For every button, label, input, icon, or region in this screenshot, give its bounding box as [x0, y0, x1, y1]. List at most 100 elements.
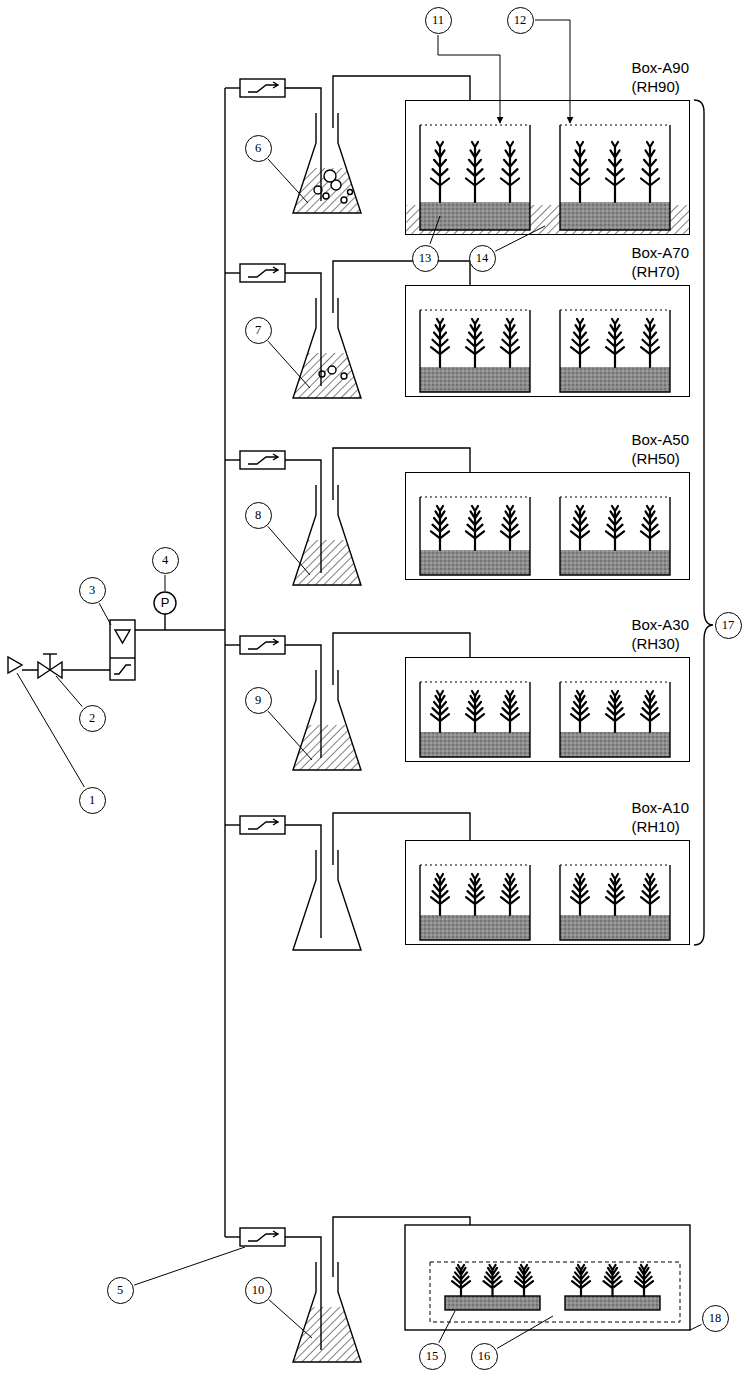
pot-rim: [560, 125, 670, 126]
soil: [560, 550, 670, 575]
chamber-label: (RH90): [631, 77, 689, 96]
plant: [571, 319, 589, 367]
plant: [501, 319, 519, 367]
leader-line: [165, 575, 166, 591]
flow-symbol: [248, 819, 278, 829]
group-bracket: [694, 100, 713, 945]
plant: [431, 506, 449, 550]
pot-rim: [420, 125, 530, 126]
callout-number: 13: [412, 245, 439, 272]
leader-lines: [17, 20, 701, 1348]
gauge-stem: [164, 614, 165, 630]
leader-line: [268, 159, 308, 203]
flow-symbol: [114, 665, 131, 674]
bubble: [341, 373, 347, 379]
leader-line: [438, 35, 500, 123]
plant: [501, 142, 519, 202]
plant: [641, 874, 659, 915]
chamber-interior: [420, 310, 670, 392]
callout-number: 12: [507, 7, 534, 34]
callout-number: 16: [471, 1343, 498, 1370]
callout-number: 4: [152, 547, 179, 574]
inlet-tube: [285, 273, 321, 386]
flowmeter-float-symbol: [115, 630, 130, 643]
pot-wall: [420, 125, 530, 230]
outlet-tube: [333, 633, 470, 685]
pot-wall: [560, 682, 670, 757]
pot-rim: [420, 310, 530, 311]
callout-number: 11: [425, 7, 452, 34]
plant: [606, 506, 624, 550]
plant: [606, 142, 624, 202]
plant: [431, 691, 449, 732]
chamber-interior: [420, 682, 670, 757]
plant: [571, 691, 589, 732]
reference-interior: [445, 1265, 660, 1310]
leader-line: [56, 676, 82, 707]
bubble: [323, 193, 329, 199]
outlet-tube: [333, 76, 470, 128]
soil-pan: [565, 1296, 660, 1310]
branch-flowmeter: [240, 1228, 285, 1246]
branch-flowmeter: [240, 79, 285, 97]
outlet-line: [135, 629, 225, 630]
outlet-tube: [333, 448, 470, 500]
callout-number: 1: [79, 787, 106, 814]
leader-line: [134, 1247, 245, 1285]
water-fill: [293, 1307, 361, 1362]
plant: [466, 874, 484, 915]
plant: [452, 1265, 470, 1296]
pot-wall: [420, 865, 530, 940]
chamber-label: Box-A10: [631, 798, 689, 817]
water-fill: [293, 540, 361, 585]
gauge-letter: P: [161, 596, 170, 610]
leader-line: [430, 216, 440, 244]
branch-flowmeter: [240, 264, 285, 282]
plant: [484, 1265, 502, 1296]
plant: [641, 691, 659, 732]
water-fill: [293, 725, 361, 770]
leader-line: [495, 226, 545, 251]
pot-rim: [560, 310, 670, 311]
pot-wall: [420, 682, 530, 757]
flask-outline: [293, 850, 361, 950]
callout-number: 17: [715, 612, 742, 639]
water-fill: [293, 353, 361, 398]
pot-body: [560, 497, 670, 575]
chamber-box: Box-A50(RH50): [405, 472, 690, 580]
plant: [635, 1265, 653, 1296]
chamber-heading: Box-A30(RH30): [631, 615, 689, 653]
plant: [571, 506, 589, 550]
plant: [501, 874, 519, 915]
pot-body: [420, 125, 530, 230]
branch-line: [225, 1236, 240, 1237]
leader-line: [439, 1311, 455, 1343]
chamber-label: Box-A90: [631, 58, 689, 77]
flow-symbol: [248, 454, 278, 464]
plant: [515, 1265, 533, 1296]
inlet-tube: [285, 460, 321, 573]
plant: [431, 874, 449, 915]
branch-line: [225, 87, 240, 88]
chamber-label: (RH10): [631, 817, 689, 836]
supply-line: [22, 669, 110, 670]
pot-wall: [420, 310, 530, 392]
outlet-tube: [333, 261, 470, 313]
callout-number: 14: [469, 245, 496, 272]
callout-number: 2: [79, 705, 106, 732]
pot-rim: [560, 682, 670, 683]
plant: [571, 874, 589, 915]
flask-outline: [293, 485, 361, 585]
plant: [571, 142, 589, 202]
flowmeter-divider: [110, 657, 135, 658]
reference-box: [405, 1225, 690, 1330]
plant: [466, 691, 484, 732]
leader-line: [268, 341, 310, 388]
callout-number: 9: [245, 687, 272, 714]
bubble: [324, 170, 336, 182]
plant: [606, 319, 624, 367]
chamber-label: (RH30): [631, 634, 689, 653]
dashed-enclosure: [430, 1262, 680, 1322]
